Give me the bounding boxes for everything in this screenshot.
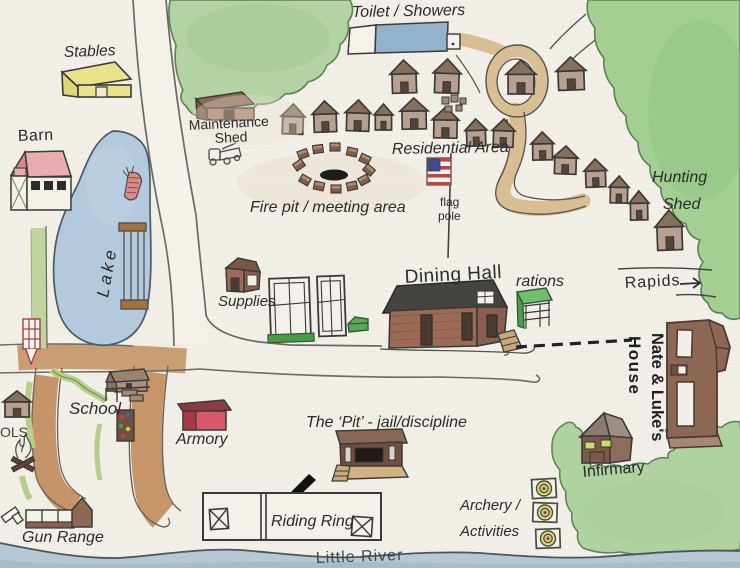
svg-text:House: House <box>625 336 644 395</box>
svg-text:Archery /: Archery / <box>459 497 522 514</box>
svg-text:Residential Area: Residential Area <box>392 139 509 158</box>
svg-text:Stables: Stables <box>64 42 117 61</box>
svg-text:Shed: Shed <box>663 196 701 213</box>
svg-text:The ‘Pit’ - jail/discipline: The ‘Pit’ - jail/discipline <box>306 414 467 431</box>
svg-text:Supplies: Supplies <box>218 293 276 310</box>
svg-text:Dining Hall: Dining Hall <box>404 262 502 288</box>
svg-text:flag: flag <box>440 195 459 209</box>
svg-text:Maintenance: Maintenance <box>188 113 269 133</box>
svg-text:Activities: Activities <box>459 523 520 540</box>
svg-text:Fire pit / meeting area: Fire pit / meeting area <box>250 199 406 216</box>
svg-text:rations: rations <box>516 273 564 290</box>
svg-text:Hunting: Hunting <box>652 169 707 186</box>
svg-text:Toilet / Showers: Toilet / Showers <box>352 2 466 21</box>
svg-text:Armory: Armory <box>175 431 229 448</box>
svg-text:Little River: Little River <box>316 547 404 567</box>
svg-text:Barn: Barn <box>18 127 54 145</box>
svg-text:Riding Ring: Riding Ring <box>271 513 354 530</box>
svg-text:Shed: Shed <box>214 128 247 146</box>
svg-text:School: School <box>69 399 122 418</box>
svg-text:OLS: OLS <box>0 424 28 440</box>
svg-text:Nate & Luke's: Nate & Luke's <box>648 333 666 441</box>
svg-text:pole: pole <box>438 209 461 223</box>
svg-text:Infirmary: Infirmary <box>582 459 645 481</box>
svg-text:Rapids: Rapids <box>624 272 681 292</box>
svg-text:Gun Range: Gun Range <box>22 529 104 546</box>
